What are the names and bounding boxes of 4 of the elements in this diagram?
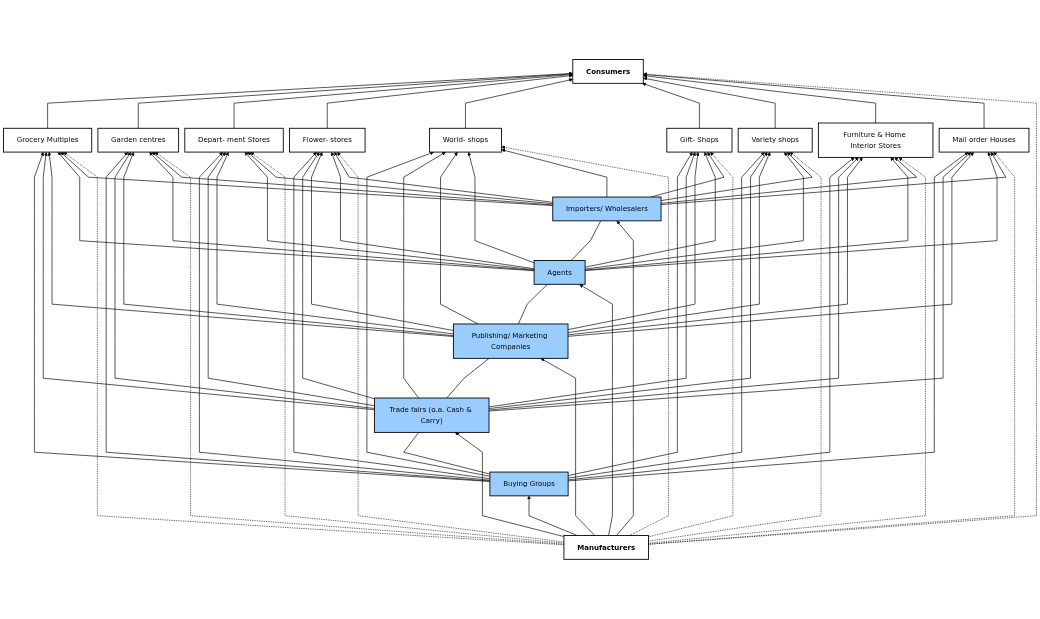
connector	[570, 220, 602, 261]
connector	[446, 358, 490, 399]
connector	[518, 284, 548, 325]
connector	[403, 432, 491, 475]
